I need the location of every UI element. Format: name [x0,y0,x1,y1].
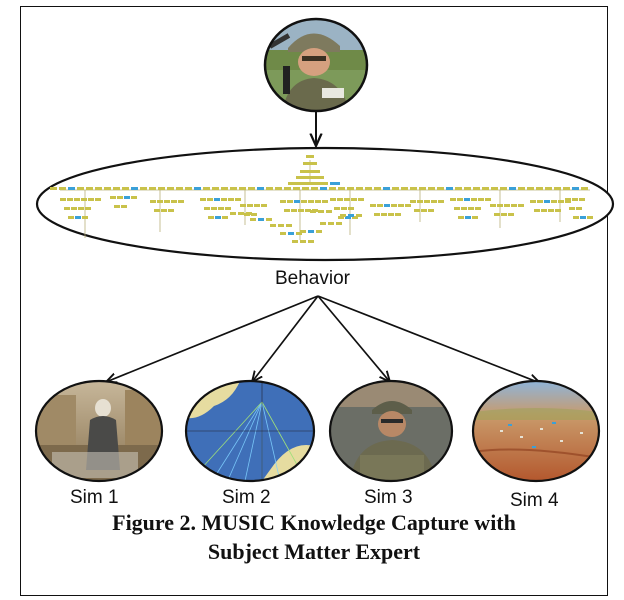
arrow-to-sim-4 [317,295,540,383]
sim-1-node [34,379,164,483]
sim-2-label: Sim 2 [222,487,271,508]
soldier-photo-icon [265,19,367,111]
arrow-to-sim-1 [106,295,319,382]
tactical-map-icon [186,381,314,481]
terrain-aerial-photo-icon [473,381,599,481]
arrow-to-sim-2 [252,295,319,382]
caption-line-2: Subject Matter Expert [207,539,421,564]
behavior-tree-icon [50,155,593,243]
caption-line-1: Figure 2. MUSIC Knowledge Capture with [112,510,516,535]
sim-1-label: Sim 1 [70,487,119,508]
figure-caption: Figure 2. MUSIC Knowledge Capture with S… [20,508,608,566]
behavior-label: Behavior [275,268,350,289]
behavior-tree-node [35,146,615,262]
sim-2-node [184,379,316,483]
arrows-behavior-to-sims [106,295,540,383]
sim-3-label: Sim 3 [364,487,413,508]
arrow-to-sim-3 [317,295,390,382]
expert-photo-node [263,17,369,113]
sim-3-node [328,379,454,483]
sim-4-label: Sim 4 [510,490,559,511]
sim-4-node [471,379,601,483]
